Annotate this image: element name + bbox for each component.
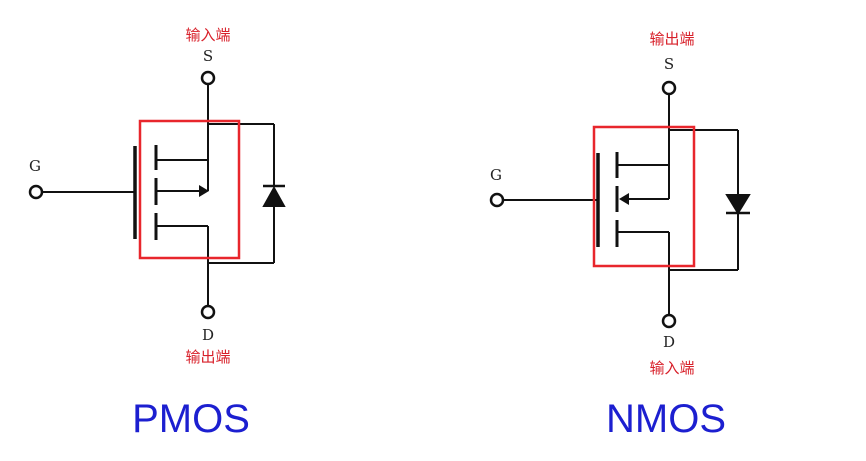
pmos-gate-label: G xyxy=(29,157,41,175)
pmos-highlight-box xyxy=(138,119,241,260)
nmos-drain-label: D xyxy=(663,333,675,351)
pmos-diode-icon xyxy=(262,185,286,207)
nmos-gate-terminal xyxy=(489,192,505,208)
nmos-title: NMOS xyxy=(606,397,726,441)
nmos-source-label: S xyxy=(664,55,674,73)
pmos-top-terminal-label: 输入端 xyxy=(185,26,230,44)
pmos-drain-terminal xyxy=(200,304,216,320)
nmos-arrow-icon xyxy=(619,193,629,205)
pmos-gate-terminal xyxy=(28,184,44,200)
pmos-arrow-icon xyxy=(199,185,209,197)
pmos-title: PMOS xyxy=(132,397,250,441)
nmos-top-terminal-label: 输出端 xyxy=(649,30,694,48)
nmos-bottom-terminal-label: 输入端 xyxy=(649,359,694,377)
pmos-symbol xyxy=(28,70,286,320)
pmos-source-terminal xyxy=(200,70,216,86)
nmos-symbol xyxy=(489,80,751,329)
nmos-diode-icon xyxy=(725,194,751,215)
nmos-gate-label: G xyxy=(490,166,502,184)
pmos-bottom-terminal-label: 输出端 xyxy=(185,348,230,366)
nmos-highlight-box xyxy=(592,125,696,268)
pmos-source-label: S xyxy=(203,47,213,65)
nmos-drain-terminal xyxy=(661,313,677,329)
pmos-drain-label: D xyxy=(202,326,214,344)
nmos-source-terminal xyxy=(661,80,677,96)
